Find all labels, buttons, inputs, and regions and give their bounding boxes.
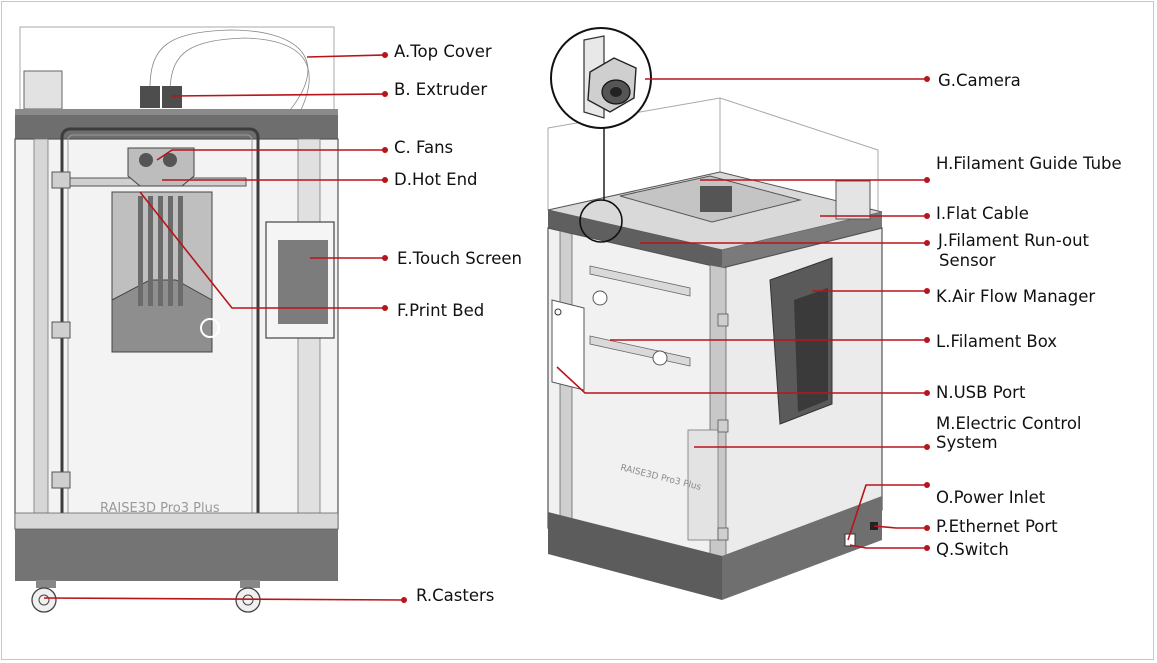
- iso-hinge-top: [717, 313, 729, 327]
- fan-left-drawing: [139, 153, 153, 167]
- label-hot-end: D.Hot End: [394, 170, 478, 189]
- leader-b: [171, 93, 386, 97]
- brand-logo-mark: [200, 318, 220, 338]
- leader-c: [156, 149, 385, 161]
- top-frame-highlight: [15, 109, 338, 115]
- leader-j-dot: [924, 240, 930, 246]
- leader-n-dot: [924, 390, 930, 396]
- iso-air-flow-grille: [794, 288, 828, 412]
- camera-location-circle: [579, 199, 623, 243]
- caster-left: [31, 580, 57, 613]
- label-filament-guide-tube: H.Filament Guide Tube: [936, 154, 1122, 173]
- iso-base-right: [722, 496, 882, 600]
- leader-h-dot: [924, 177, 930, 183]
- label-filament-box: L.Filament Box: [936, 332, 1057, 351]
- leader-d-dot: [382, 177, 388, 183]
- leader-p-dot: [924, 525, 930, 531]
- iso-spool-block: [835, 180, 871, 220]
- label-switch: Q.Switch: [936, 540, 1009, 559]
- label-run-out-sensor-line2: Sensor: [939, 251, 996, 270]
- touch-screen-display: [278, 240, 328, 324]
- spool-holder-block: [23, 70, 63, 110]
- caster-right: [235, 580, 261, 613]
- iso-hinge-bottom: [717, 527, 729, 541]
- leader-o-dot: [924, 482, 930, 488]
- label-power-inlet: O.Power Inlet: [936, 488, 1046, 507]
- label-ethernet-port: P.Ethernet Port: [936, 517, 1058, 536]
- hinge-top: [51, 171, 71, 189]
- label-electric-control-line1: M.Electric Control: [936, 414, 1082, 433]
- leader-c-dot: [382, 147, 388, 153]
- label-extruder: B. Extruder: [394, 80, 487, 99]
- leader-b-dot: [382, 91, 388, 97]
- filament-tube-right: [169, 37, 310, 113]
- iso-view-printer: RAISE3D Pro3 Plus: [547, 97, 883, 600]
- leader-f: [139, 191, 385, 309]
- iso-spool-hub-top: [592, 290, 608, 306]
- extruder-right-drawing: [162, 86, 182, 108]
- leader-e-dot: [382, 255, 388, 261]
- leader-o: [847, 484, 927, 541]
- iso-base-left: [548, 512, 722, 600]
- callout-leaders: [43, 52, 930, 603]
- filament-tube-left: [149, 29, 309, 111]
- label-fans: C. Fans: [394, 138, 453, 157]
- front-base: [15, 529, 338, 581]
- camera-lens-center: [610, 87, 622, 97]
- fan-right-drawing: [163, 153, 177, 167]
- hinge-middle: [51, 321, 71, 339]
- camera-magnifier: [550, 27, 652, 243]
- leader-r: [43, 597, 405, 601]
- leader-f-dot: [382, 305, 388, 311]
- label-camera: G.Camera: [938, 71, 1021, 90]
- leader-n: [556, 366, 927, 394]
- leader-m-dot: [924, 444, 930, 450]
- iso-top-band-left: [548, 210, 722, 268]
- leader-q: [849, 544, 927, 549]
- hinge-bottom: [51, 471, 71, 489]
- leader-i-dot: [924, 213, 930, 219]
- label-top-cover: A.Top Cover: [394, 42, 492, 61]
- iso-hinge-mid: [717, 419, 729, 433]
- iso-spool-hub-bottom: [652, 350, 668, 366]
- iso-electric-box: [687, 429, 719, 541]
- front-view-printer: RAISE3D Pro3 Plus: [14, 26, 339, 613]
- leader-p: [873, 525, 927, 529]
- leader-g-dot: [924, 76, 930, 82]
- leader-a: [306, 54, 386, 58]
- label-casters: R.Casters: [416, 586, 494, 605]
- label-air-flow-manager: K.Air Flow Manager: [936, 287, 1095, 306]
- extruder-left-drawing: [140, 86, 160, 108]
- leader-a-dot: [382, 52, 388, 58]
- label-electric-control-line2: System: [936, 433, 998, 452]
- front-base-lip: [14, 512, 339, 530]
- leader-r-dot: [401, 597, 407, 603]
- iso-spool-arm-top: [589, 265, 691, 297]
- leader-q-dot: [924, 545, 930, 551]
- leader-l-dot: [924, 337, 930, 343]
- label-flat-cable: I.Flat Cable: [936, 204, 1029, 223]
- label-run-out-sensor-line1: J.Filament Run-out: [937, 231, 1090, 250]
- label-touch-screen: E.Touch Screen: [397, 249, 522, 268]
- leader-k-dot: [924, 288, 930, 294]
- iso-filament-box-side: [551, 299, 585, 391]
- bed-slats: [138, 196, 183, 306]
- iso-print-head: [700, 186, 732, 212]
- callout-labels: A.Top Cover B. Extruder C. Fans D.Hot En…: [394, 42, 1122, 605]
- label-usb-port: N.USB Port: [936, 383, 1026, 402]
- left-pillar: [33, 138, 49, 530]
- front-brand-text: RAISE3D Pro3 Plus: [100, 501, 220, 516]
- iso-top-band-right: [722, 212, 882, 268]
- label-print-bed: F.Print Bed: [397, 301, 484, 320]
